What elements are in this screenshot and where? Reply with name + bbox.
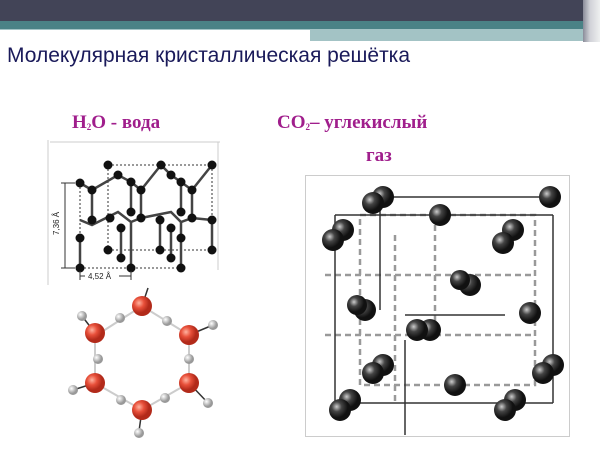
header-band-light xyxy=(310,29,590,41)
ice-lattice-diagram: 7,36 Å 4,52 Å xyxy=(47,140,220,285)
header-band-light-line xyxy=(0,29,310,30)
co2-label-line2: газ xyxy=(366,145,392,166)
header-band-teal xyxy=(0,21,590,29)
dim-vertical: 7,36 Å xyxy=(52,211,61,235)
dim-horizontal: 4,52 Å xyxy=(88,272,112,281)
water-label: H2O - вода xyxy=(72,112,161,133)
co2-lattice-diagram xyxy=(305,175,570,437)
header-band-dark xyxy=(0,0,590,21)
slide-title: Молекулярная кристаллическая решётка xyxy=(7,44,411,67)
water-hexagon-diagram xyxy=(68,287,218,438)
header-edge-fade xyxy=(583,0,600,42)
co2-label: CO2– углекислый xyxy=(277,112,428,133)
